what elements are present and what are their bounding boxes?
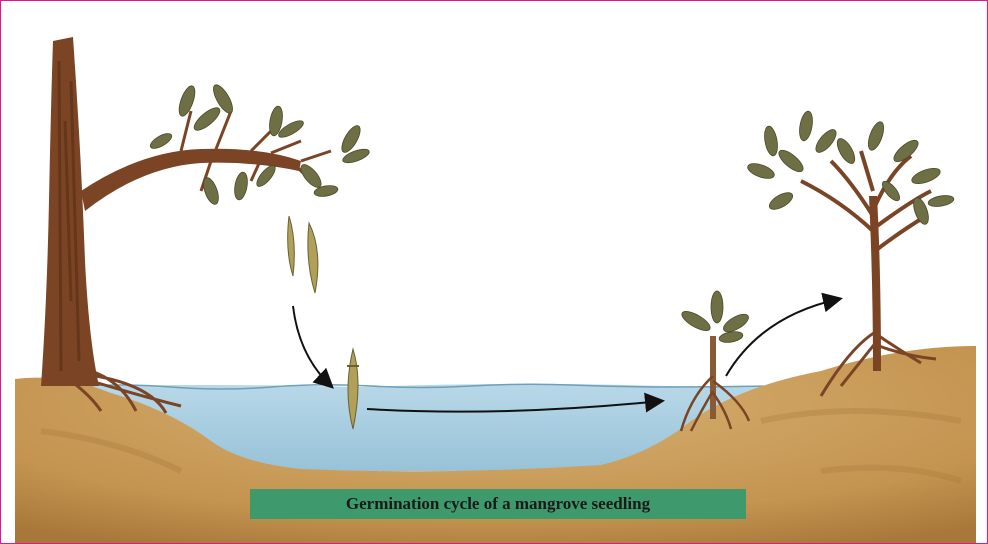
caption-label: Germination cycle of a mangrove seedling bbox=[250, 489, 746, 519]
caption-text: Germination cycle of a mangrove seedling bbox=[346, 494, 650, 514]
hanging-propagules bbox=[288, 216, 318, 293]
arrow-growing bbox=[726, 299, 839, 376]
arrow-falling bbox=[293, 306, 331, 386]
